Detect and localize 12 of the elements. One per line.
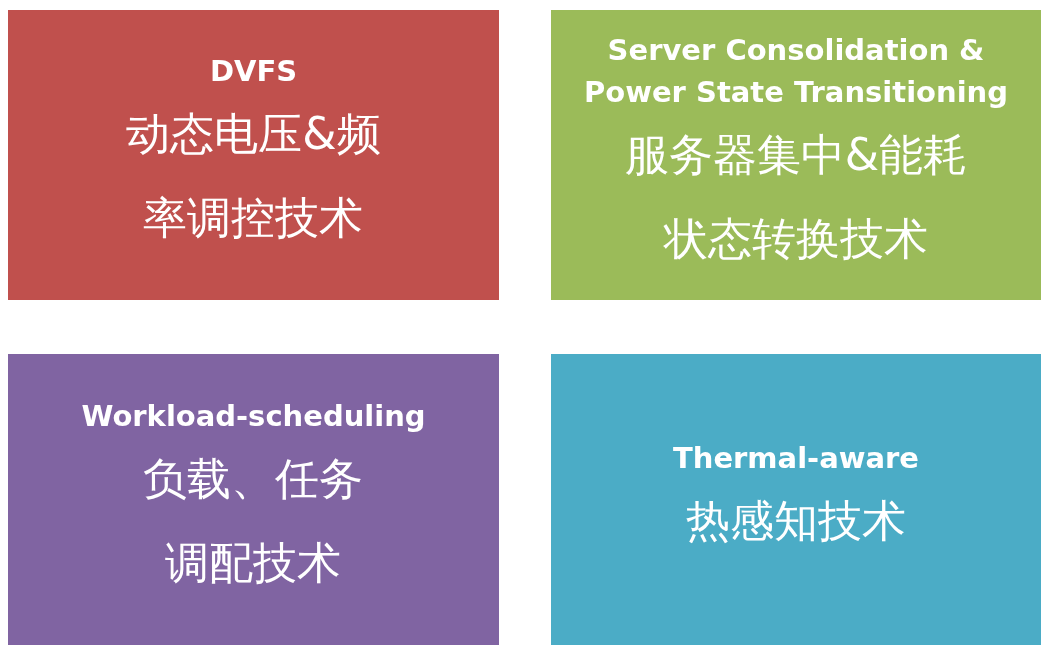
category-box	[551, 354, 1041, 645]
english-heading: DVFS	[209, 53, 298, 91]
english-heading: Workload-scheduling	[81, 397, 426, 435]
category-box	[8, 10, 499, 300]
chinese-label: 动态电压&频率调控技术	[125, 107, 382, 245]
chinese-label: 服务器集中&能耗状态转换技术	[623, 128, 969, 267]
english-heading: Server Consolidation & Power State Transitioning	[583, 32, 1009, 112]
chinese-label: 负载、任务调配技术	[142, 451, 365, 590]
category-box	[551, 10, 1041, 300]
chinese-label: 热感知技术	[686, 493, 906, 548]
category-box	[8, 354, 499, 645]
english-heading: Thermal-aware	[672, 439, 920, 477]
